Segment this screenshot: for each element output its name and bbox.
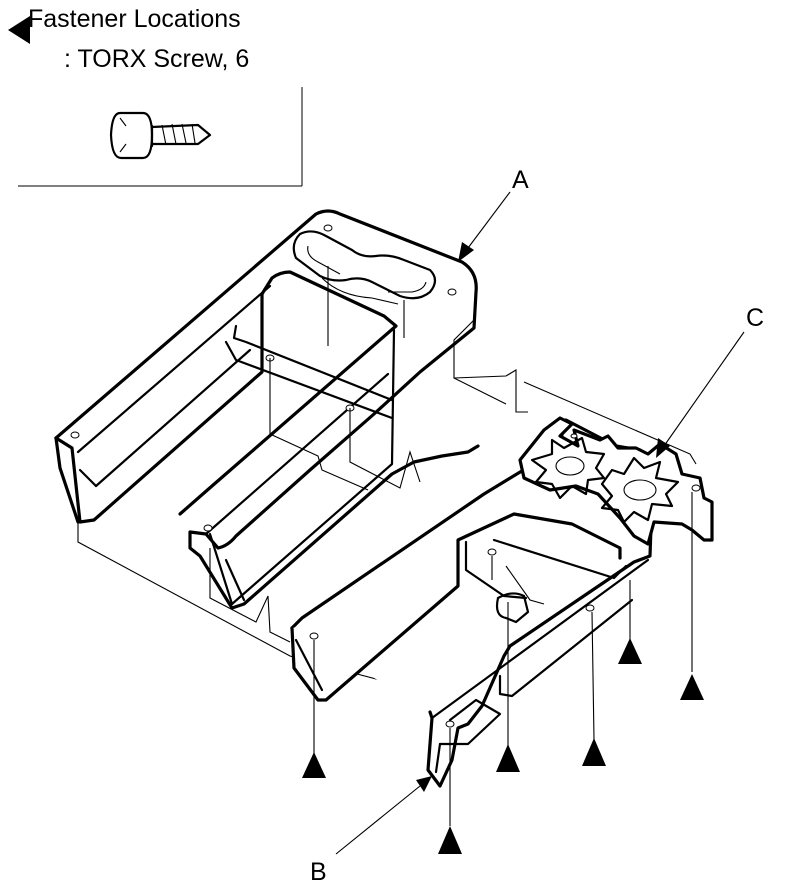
- legend-pointer-icon: [8, 16, 30, 44]
- fastener-marker-1: [302, 752, 326, 778]
- fastener-marker-4: [618, 638, 642, 664]
- fastener-marker-6: [438, 826, 462, 854]
- callout-label-c: C: [746, 304, 764, 332]
- callout-label-b: B: [310, 858, 327, 886]
- fastener-marker-5: [680, 674, 704, 700]
- callout-leaders: [335, 191, 745, 855]
- console-component-a: [54, 209, 480, 610]
- callout-label-a: A: [512, 166, 529, 194]
- fastener-leader-lines: [313, 492, 693, 826]
- legend-subtitle: : TORX Screw, 6: [64, 45, 249, 73]
- fastener-marker-2: [496, 744, 520, 772]
- torx-screw-icon: [109, 111, 212, 160]
- fastener-markers: [302, 638, 704, 854]
- console-component-b: [290, 418, 654, 788]
- fastener-marker-3: [582, 738, 606, 766]
- legend-title: Fastener Locations: [28, 5, 241, 33]
